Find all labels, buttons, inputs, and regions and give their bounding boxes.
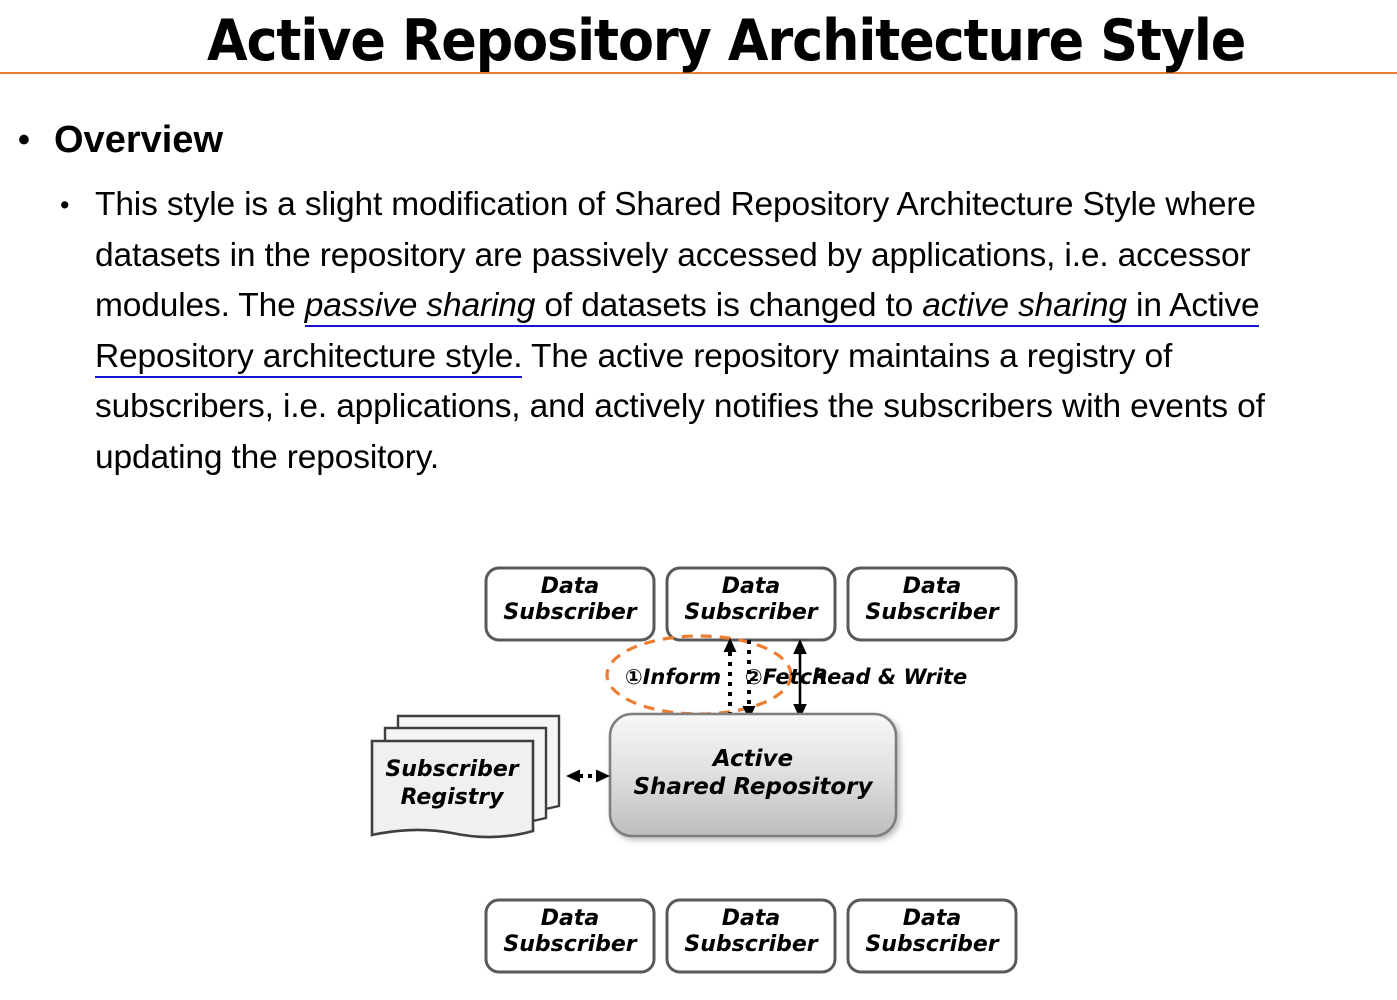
subscriber-box-bottom-1[interactable]: Data Subscriber [484, 898, 656, 974]
hyperlink-middle-text: of datasets is changed to [535, 287, 923, 324]
emphasis-active-sharing: active sharing [922, 287, 1127, 324]
registry-sheet-front [370, 739, 535, 839]
repository-label-line1: Active [711, 746, 793, 772]
inform-label: ①Inform [625, 665, 721, 689]
subscriber-box-top-2-line1: Data [722, 574, 780, 599]
active-shared-repository-box[interactable]: Active Shared Repository [608, 712, 898, 838]
bullet-overview-label: Overview [54, 119, 223, 161]
read-write-arrow [793, 639, 807, 719]
subscriber-box-bottom-2-line1: Data [722, 906, 780, 931]
subscriber-box-bottom-2[interactable]: Data Subscriber [665, 898, 837, 974]
emphasis-passive-sharing: passive sharing [304, 287, 536, 324]
subscriber-box-bottom-3-line1: Data [903, 906, 961, 931]
subscriber-box-bottom-2-line2: Subscriber [684, 932, 818, 957]
bullet-overview: • Overview [0, 116, 1397, 164]
bottom-subscriber-row: Data Subscriber Data Subscriber Data Sub… [484, 898, 1018, 974]
registry-repository-link [566, 769, 610, 783]
body-content: • Overview • This style is a slight modi… [0, 116, 1397, 483]
subscriber-box-bottom-1-line2: Subscriber [503, 932, 637, 957]
page-title: Active Repository Architecture Style [206, 8, 1246, 74]
bullet-paragraph: • This style is a slight modification of… [0, 180, 1397, 483]
subscriber-box-bottom-1-line1: Data [541, 906, 599, 931]
subscriber-box-top-1-line1: Data [541, 574, 599, 599]
subscriber-box-top-2-line2: Subscriber [684, 600, 818, 625]
inform-fetch-highlight-ellipse [605, 634, 793, 716]
inform-arrow [723, 638, 737, 716]
subscriber-box-top-1[interactable]: Data Subscriber [484, 566, 656, 642]
fetch-label: ②Fetch [745, 665, 827, 689]
registry-label-line1: Subscriber [385, 757, 519, 782]
subscriber-box-top-1-line2: Subscriber [503, 600, 637, 625]
paragraph-segment-1: This style is a slight modification of S… [95, 186, 1256, 324]
subscriber-box-bottom-3-line2: Subscriber [865, 932, 999, 957]
hyperlink-end-text: in Active Repository architecture style. [95, 287, 1260, 375]
title-underline-rule [0, 72, 1397, 74]
top-subscriber-row: Data Subscriber Data Subscriber Data Sub… [484, 566, 1018, 642]
hyperlink-passive-active-sharing[interactable]: passive sharing of datasets is changed t… [95, 287, 1260, 378]
subscriber-registry-stack[interactable]: Subscriber Registry [370, 714, 561, 839]
slide-header: Active Repository Architecture Style [0, 0, 1397, 84]
paragraph-segment-last: The active repository maintains a regist… [95, 337, 1265, 476]
subscriber-box-bottom-3[interactable]: Data Subscriber [846, 898, 1018, 974]
subscriber-box-top-3-line1: Data [903, 574, 961, 599]
subscriber-box-top-3-line2: Subscriber [865, 600, 999, 625]
bullet-glyph-level2: • [60, 190, 70, 220]
read-write-label: Read & Write [812, 665, 967, 689]
repository-label-line2: Shared Repository [633, 774, 873, 800]
architecture-diagram: Data Subscriber Data Subscriber Data Sub… [0, 548, 1397, 1000]
registry-label-line2: Registry [401, 785, 506, 810]
subscriber-box-top-2[interactable]: Data Subscriber [665, 566, 837, 642]
subscriber-box-top-3[interactable]: Data Subscriber [846, 566, 1018, 642]
paragraph-text: This style is a slight modification of S… [95, 180, 1343, 483]
bullet-glyph-level1: • [18, 121, 30, 159]
